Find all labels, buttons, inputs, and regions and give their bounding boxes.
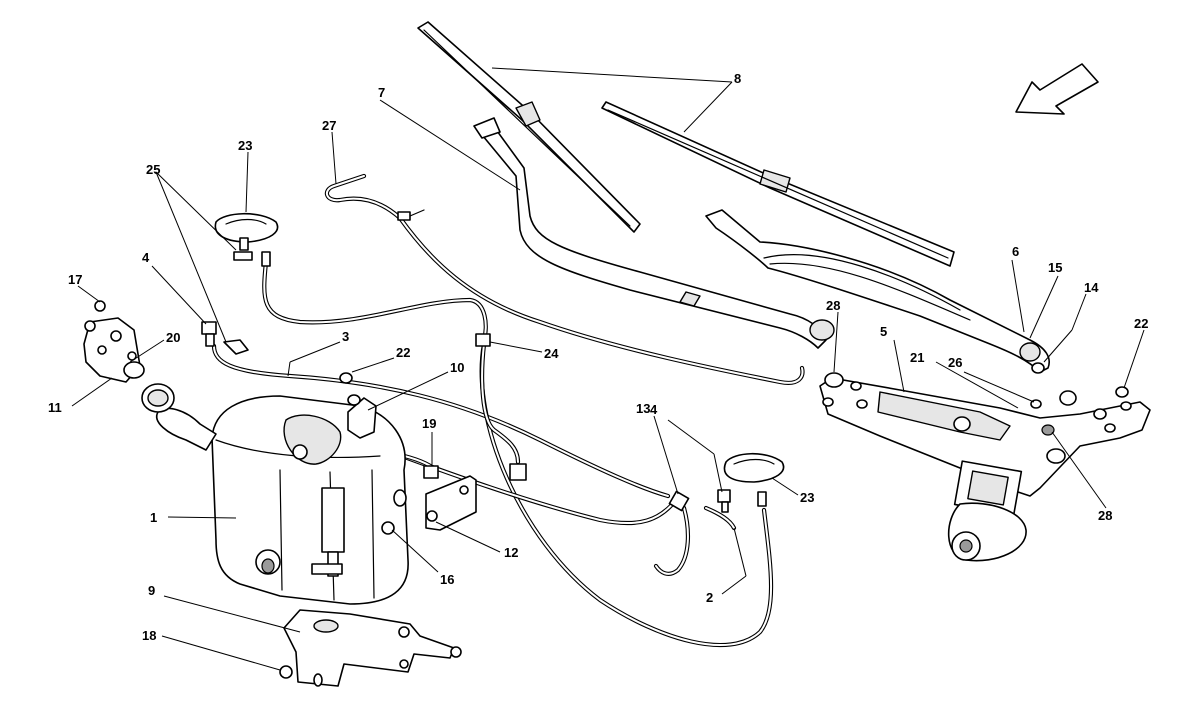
callout-22: 22 [1134, 316, 1148, 331]
washer-hoses [211, 173, 805, 648]
callout-23: 23 [238, 138, 252, 153]
callout-7: 7 [378, 85, 385, 100]
callout-1: 1 [150, 510, 157, 525]
callout-6: 6 [1012, 244, 1019, 259]
callout-8: 8 [734, 71, 741, 86]
washer-nozzle-right [723, 452, 785, 507]
grommet-19 [423, 465, 439, 479]
callout-16: 16 [440, 572, 454, 587]
direction-arrow-icon [1015, 63, 1099, 115]
callout-28: 28 [1098, 508, 1112, 523]
wiper-blade-left [417, 21, 641, 233]
callout-19: 19 [422, 416, 436, 431]
callout-14: 14 [1084, 280, 1099, 295]
callout-11: 11 [48, 400, 62, 415]
wiper-arm-right [705, 209, 1050, 373]
callout-27: 27 [322, 118, 336, 133]
callout-5: 5 [880, 324, 887, 339]
hose-elbow-25 [223, 339, 249, 355]
callout-4: 4 [142, 250, 150, 265]
hose-connector [509, 463, 527, 481]
callout-25: 25 [146, 162, 160, 177]
washer-nozzle-left [214, 212, 279, 267]
check-valve-13 [668, 490, 690, 512]
callout-22: 22 [396, 345, 410, 360]
washer-jet-left [201, 321, 217, 347]
callout-23: 23 [800, 490, 814, 505]
wiper-linkage-motor [819, 362, 1151, 562]
callout-21: 21 [910, 350, 924, 365]
callout-2: 2 [706, 590, 713, 605]
callout-13: 13 [636, 401, 650, 416]
callout-24: 24 [544, 346, 559, 361]
wiper-blade-right [601, 101, 955, 267]
callout-18: 18 [142, 628, 156, 643]
callout-15: 15 [1048, 260, 1062, 275]
pump-bracket [425, 475, 477, 531]
washer-jet-right [717, 489, 731, 513]
callout-12: 12 [504, 545, 518, 560]
callout-9: 9 [148, 583, 155, 598]
callout-4: 4 [650, 402, 658, 417]
leader-lines [71, 67, 1145, 671]
callout-3: 3 [342, 329, 349, 344]
clamp-20 [123, 361, 145, 379]
clip-27 [397, 209, 425, 221]
callout-20: 20 [166, 330, 180, 345]
callout-26: 26 [948, 355, 962, 370]
callout-labels: 1 2 3 4 4 5 6 7 8 9 10 11 12 13 14 15 16… [48, 71, 1148, 643]
hose-tee-24 [475, 333, 491, 347]
hose-clip-10 [339, 372, 377, 439]
callout-28: 28 [826, 298, 840, 313]
washer-reservoir [141, 383, 409, 605]
callout-17: 17 [68, 272, 82, 287]
reservoir-bracket [279, 609, 462, 687]
callout-10: 10 [450, 360, 464, 375]
wiper-arm-left [473, 117, 835, 349]
